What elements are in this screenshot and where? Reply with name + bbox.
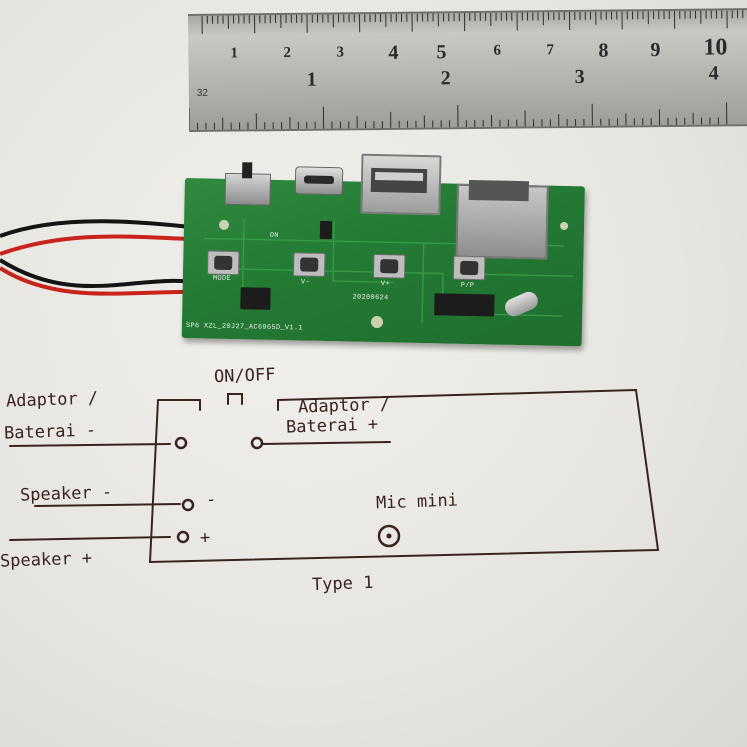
ruler-cm-4: 4 (388, 41, 399, 64)
ruler-ticks (188, 10, 744, 130)
pcb-vplus-label: V+ (380, 280, 390, 289)
diagram-lines (9, 388, 660, 564)
ruler-inch-3: 3 (574, 65, 585, 88)
switch-symbol (199, 393, 279, 411)
speaker-plus-label: Speaker + (0, 548, 93, 572)
volume-plus-button[interactable] (372, 253, 406, 279)
ruler-cm-6: 6 (493, 42, 501, 59)
ruler-inch-2: 2 (440, 67, 451, 90)
speaker-plus-pad (176, 530, 190, 544)
adaptor-minus-label-1: Adaptor / (5, 388, 99, 412)
diagram-title: Type 1 (311, 572, 374, 596)
switch-label: ON/OFF (213, 364, 276, 388)
ruler-cm-8: 8 (598, 39, 609, 62)
ruler-cm-1: 1 (230, 45, 238, 62)
metal-ruler: 1 2 3 4 5 6 7 8 9 10 1 2 3 4 32 (188, 8, 747, 132)
mode-button-cap (214, 255, 233, 271)
transistor (319, 220, 333, 240)
ruler-cm-10: 10 (703, 34, 728, 61)
sd-card (468, 179, 530, 202)
ruler-corner-label: 32 (196, 87, 209, 99)
bluetooth-chip (434, 293, 495, 317)
speaker-plus-line (9, 536, 171, 541)
pcb-on-label: ON (269, 231, 279, 240)
pcb-date-label: 20200624 (352, 293, 389, 303)
ruler-inch-1: 1 (306, 68, 317, 91)
play-pause-button[interactable] (452, 255, 486, 281)
ruler-inch-4: 4 (708, 62, 719, 85)
mic-label: Mic mini (375, 490, 459, 514)
ruler-cm-7: 7 (546, 42, 554, 59)
ruler-cm-9: 9 (650, 39, 661, 62)
mic-symbol (377, 524, 401, 548)
micro-usb-port (294, 166, 344, 196)
ruler-cm-3: 3 (336, 44, 344, 61)
speaker-minus-label: Speaker - (19, 482, 113, 506)
volume-minus-button[interactable] (292, 252, 326, 277)
adaptor-minus-line (9, 443, 171, 447)
speaker-minus-pad (181, 498, 195, 512)
adaptor-plus-line (261, 441, 391, 445)
speaker-minus-sign: - (205, 489, 217, 511)
amp-chip (240, 287, 271, 310)
usb-a-tongue (375, 171, 424, 181)
micro-usb-opening (303, 175, 335, 185)
pcb-pp-label: P/P (460, 281, 475, 291)
on-off-slide-switch[interactable] (224, 162, 272, 206)
volume-plus-cap (380, 259, 399, 274)
switch-knob[interactable] (242, 162, 253, 179)
mic-center-dot (386, 533, 392, 539)
wiring-diagram: ON/OFF Adaptor / Baterai - Adaptor / Bat… (0, 360, 747, 600)
sd-card-slot (455, 179, 549, 260)
volume-minus-cap (300, 257, 319, 272)
mode-button[interactable] (206, 250, 240, 276)
speaker-minus-line (34, 503, 181, 507)
adaptor-plus-pad (250, 436, 264, 450)
play-pause-cap (460, 260, 479, 276)
pcb-mode-label: MODE (212, 274, 231, 283)
amplifier-pcb: SP6 XZL_20J27_AC6965D_V1.1 20200624 MODE… (181, 153, 585, 347)
speaker-plus-sign: + (199, 527, 211, 549)
ruler-cm-5: 5 (436, 41, 447, 64)
adaptor-plus-label-2: Baterai + (285, 414, 379, 438)
pcb-vminus-label: V- (300, 278, 310, 287)
adaptor-minus-pad (174, 436, 188, 450)
adaptor-minus-label-2: Baterai - (3, 420, 97, 444)
board-outline (148, 388, 660, 564)
usb-a-port (360, 153, 442, 216)
ruler-cm-2: 2 (283, 44, 291, 62)
wire-red-bottom (0, 266, 206, 296)
